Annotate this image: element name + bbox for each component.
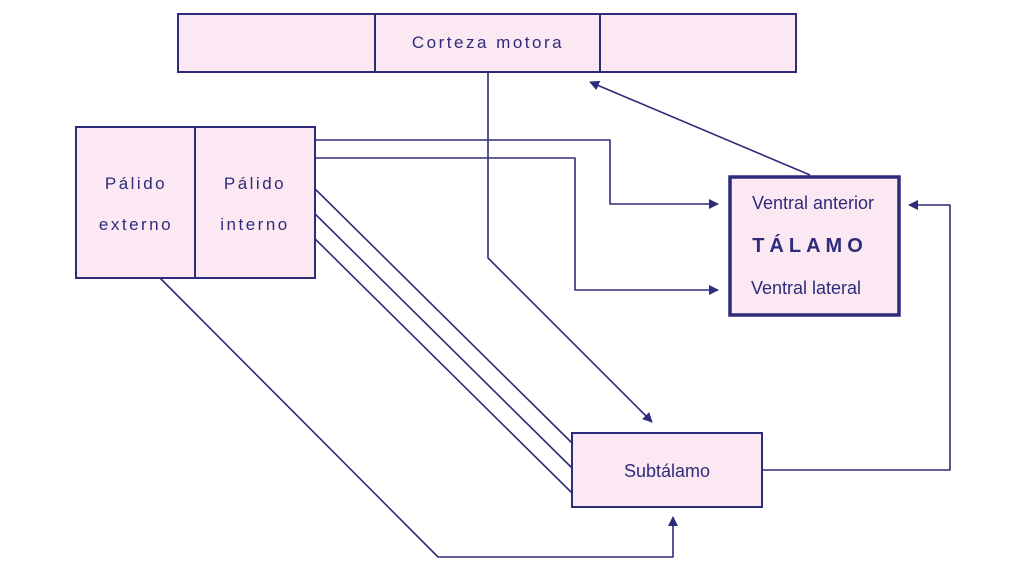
talamo-box [728, 175, 901, 317]
ventral-anterior-label: Ventral anterior [752, 193, 874, 213]
arrow-subtalamo-to-palido-interno-2 [301, 200, 573, 469]
arrow-palido-interno-to-ventral-anterior [315, 139, 719, 209]
palido-externo-label-line1: Pálido [105, 174, 167, 193]
arrow-talamo-to-corteza [589, 80, 811, 176]
ventral-lateral-label: Ventral lateral [751, 278, 861, 298]
corteza-motora-box [177, 13, 797, 73]
corteza-motora-node: Corteza motora [177, 13, 797, 73]
talamo-title: TÁLAMO [752, 234, 868, 257]
palido-externo-label-line2: externo [99, 215, 173, 234]
palido-interno-label-line1: Pálido [224, 174, 286, 193]
palido-node: Pálido externo Pálido interno [75, 126, 316, 279]
arrow-subtalamo-to-ventral-anterior [762, 200, 951, 471]
arrow-subtalamo-to-palido-interno-1 [301, 175, 573, 444]
connections [159, 72, 951, 558]
arrow-palido-interno-to-ventral-lateral [315, 157, 719, 295]
arrow-corteza-to-subtalamo [487, 72, 653, 423]
subtalamo-box [571, 432, 763, 508]
palido-interno-label-line2: interno [220, 215, 289, 234]
arrow-palido-externo-to-subtalamo [159, 277, 678, 558]
subtalamo-node: Subtálamo [571, 432, 763, 508]
arrow-subtalamo-to-palido-interno-3 [301, 225, 573, 494]
talamo-node: Ventral anterior TÁLAMO Ventral lateral [728, 175, 901, 317]
subtalamo-label: Subtálamo [624, 461, 710, 481]
corteza-motora-label: Corteza motora [412, 33, 564, 52]
